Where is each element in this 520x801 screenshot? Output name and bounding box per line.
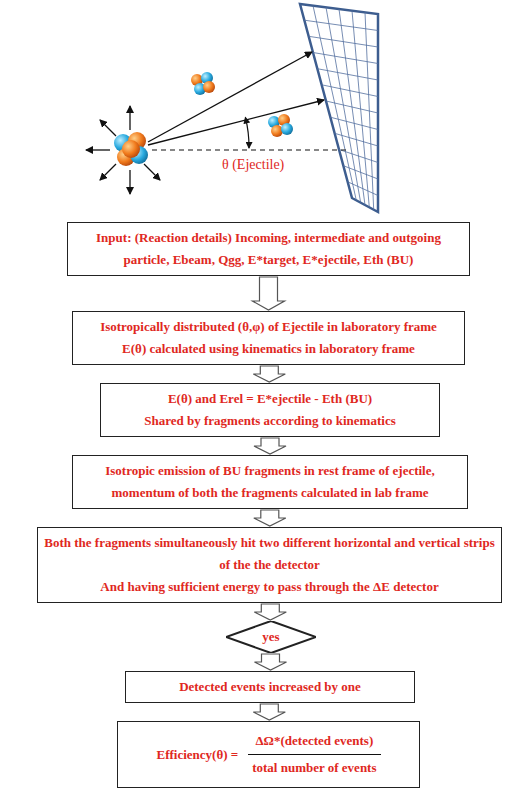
process-box: E(θ) and Erel = E*ejectile - Eth (BU)Sha… — [100, 383, 440, 437]
ejectile-cluster — [191, 72, 215, 95]
formula-box: Efficiency(θ) = ΔΩ*(detected events)total… — [117, 721, 420, 788]
fraction-numerator: ΔΩ*(detected events) — [248, 730, 380, 755]
flow-arrow — [254, 438, 286, 454]
target-nucleus — [114, 132, 148, 166]
angle-label: θ (Ejectile) — [222, 157, 284, 173]
process-box: Isotropically distributed (θ,φ) of Eject… — [72, 311, 465, 365]
box-text: E(θ) and Erel = E*ejectile - Eth (BU) — [107, 388, 433, 410]
flow-arrow — [253, 277, 285, 310]
box-text: Detected events increased by one — [132, 676, 408, 698]
box-text: And having sufficient energy to pass thr… — [44, 576, 495, 598]
box-text: Shared by fragments according to kinemat… — [107, 410, 433, 432]
box-text: momentum of both the fragments calculate… — [79, 482, 461, 504]
process-box: Input: (Reaction details) Incoming, inte… — [67, 222, 470, 276]
emission-arrows — [86, 52, 324, 194]
process-box: Both the fragments simultaneously hit tw… — [37, 527, 502, 603]
decision-diamond: yes — [226, 621, 316, 653]
process-box: Isotropic emission of BU fragments in re… — [72, 455, 468, 509]
strip-detector — [300, 4, 378, 212]
flow-arrow — [254, 510, 286, 526]
angle-arc — [245, 118, 249, 149]
formula-text: Efficiency(θ) = — [156, 744, 238, 766]
box-text: Input: (Reaction details) Incoming, inte… — [74, 227, 463, 271]
ejectile-cluster — [268, 114, 293, 137]
flow-arrow — [255, 654, 287, 670]
beam-axis — [152, 149, 350, 150]
reaction-illustration — [0, 0, 520, 220]
flow-arrow — [253, 704, 285, 720]
fraction-denominator: total number of events — [248, 755, 380, 779]
box-text: Isotropically distributed (θ,φ) of Eject… — [79, 316, 458, 338]
flow-arrow — [253, 366, 285, 382]
process-box: Detected events increased by one — [125, 671, 415, 703]
box-text: E(θ) calculated using kinematics in labo… — [79, 338, 458, 360]
box-text: Isotropic emission of BU fragments in re… — [79, 460, 461, 482]
flow-arrow — [254, 604, 286, 620]
decision-text: yes — [226, 621, 316, 653]
box-text: Both the fragments simultaneously hit tw… — [44, 532, 495, 576]
